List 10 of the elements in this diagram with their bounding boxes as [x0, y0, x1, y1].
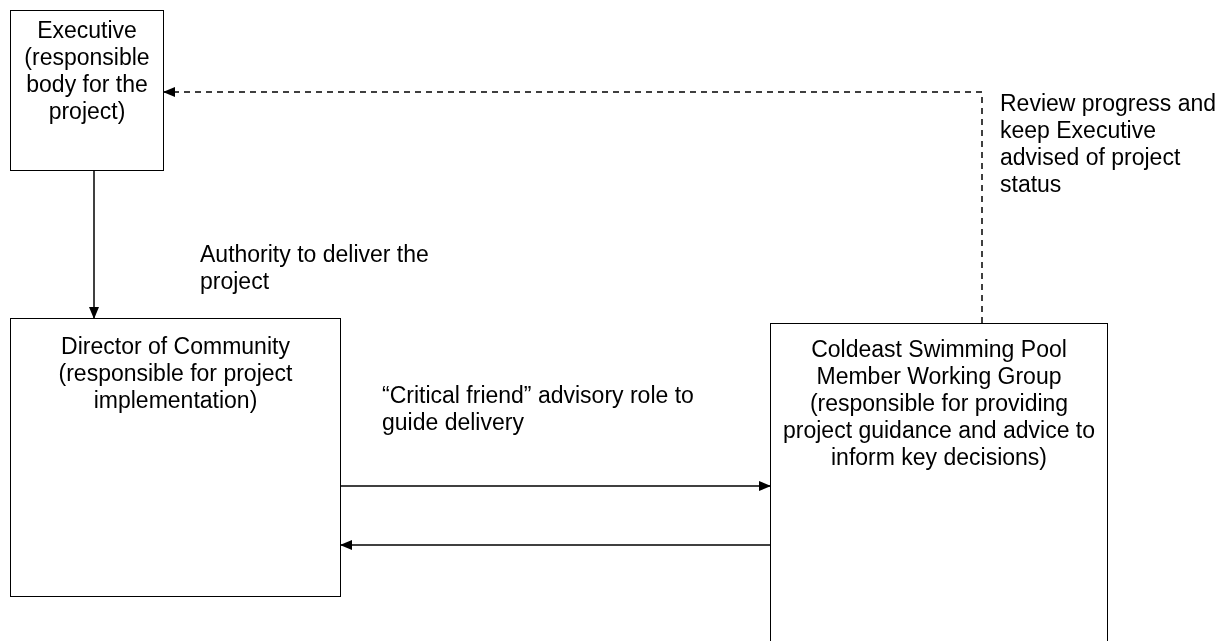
box-text: Coldeast Swimming Pool Member Working Group (responsible for providing project guidance and advice to inform key decisions) [782, 336, 1096, 471]
process-box [10, 318, 341, 597]
dashed-arrow [163, 87, 983, 324]
arrow [340, 481, 771, 491]
arrow [89, 170, 99, 319]
box-text: Director of Community (responsible for project implementation) [57, 333, 294, 414]
process-box [770, 323, 1108, 641]
arrow [340, 540, 771, 550]
process-box [10, 10, 164, 171]
box-text: Executive (responsible body for the project) [23, 17, 151, 125]
